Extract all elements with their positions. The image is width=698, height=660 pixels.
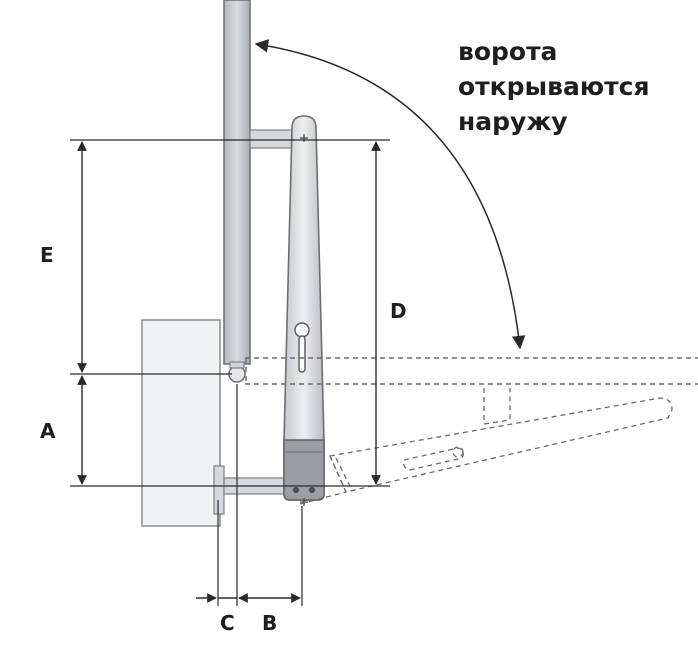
dimension-a-label: A <box>40 419 56 443</box>
dimension-b-label: B <box>262 611 278 635</box>
gate-leaf <box>223 0 251 365</box>
open-motor-outline <box>299 388 673 505</box>
rear-bracket-plate <box>213 465 225 515</box>
open-gate-outline <box>245 357 698 385</box>
gate-hinge-tab <box>229 361 245 369</box>
front-bracket <box>249 129 297 149</box>
gate-opening-caption: ворота открываются наружу <box>458 34 694 139</box>
caption-line-3: наружу <box>458 107 568 136</box>
dimension-d-label: D <box>390 299 407 323</box>
dimension-c-label: C <box>220 611 235 635</box>
swing-direction-arrow <box>254 39 526 350</box>
caption-line-1: ворота <box>458 37 558 66</box>
dimension-e-label: E <box>40 243 54 267</box>
motor-housing <box>283 439 325 501</box>
pillar <box>141 319 221 527</box>
caption-line-2: открываются <box>458 72 650 101</box>
reference-lines <box>70 139 390 606</box>
